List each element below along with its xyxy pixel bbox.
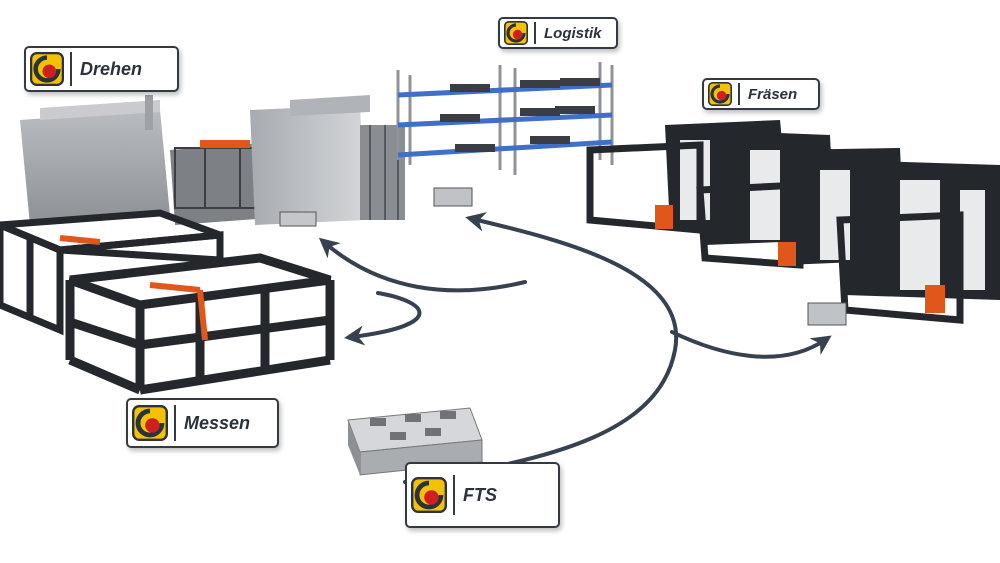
label-divider <box>453 475 455 515</box>
label-text: Messen <box>184 412 251 433</box>
label-text: Drehen <box>80 58 143 79</box>
company-logo-icon <box>504 21 528 45</box>
label-divider <box>738 83 740 105</box>
flow-arrow <box>344 291 422 346</box>
label-text: Fräsen <box>748 85 798 103</box>
flow-arrows <box>318 212 832 484</box>
label-logistik: Logistik <box>498 17 618 49</box>
label-divider <box>534 22 536 44</box>
company-logo-icon <box>411 477 447 513</box>
fts-vehicle <box>347 407 483 476</box>
turning-machines <box>20 95 405 227</box>
company-logo-icon <box>30 52 64 86</box>
label-drehen: Drehen <box>24 46 179 92</box>
flow-arrow <box>318 237 527 293</box>
flow-arrow <box>670 330 832 359</box>
label-text: FTS <box>463 484 497 505</box>
label-divider <box>70 52 72 86</box>
flow-arrow <box>403 212 679 484</box>
milling-machines <box>586 120 1000 326</box>
label-messen: Messen <box>126 398 279 448</box>
company-logo-icon <box>132 405 168 441</box>
label-fts: FTS <box>405 462 560 528</box>
company-logo-icon <box>708 82 732 106</box>
label-divider <box>174 405 176 441</box>
logistics-rack <box>396 62 614 207</box>
measuring-cells <box>0 209 335 395</box>
label-text: Logistik <box>544 24 602 42</box>
label-fraesen: Fräsen <box>702 78 820 110</box>
